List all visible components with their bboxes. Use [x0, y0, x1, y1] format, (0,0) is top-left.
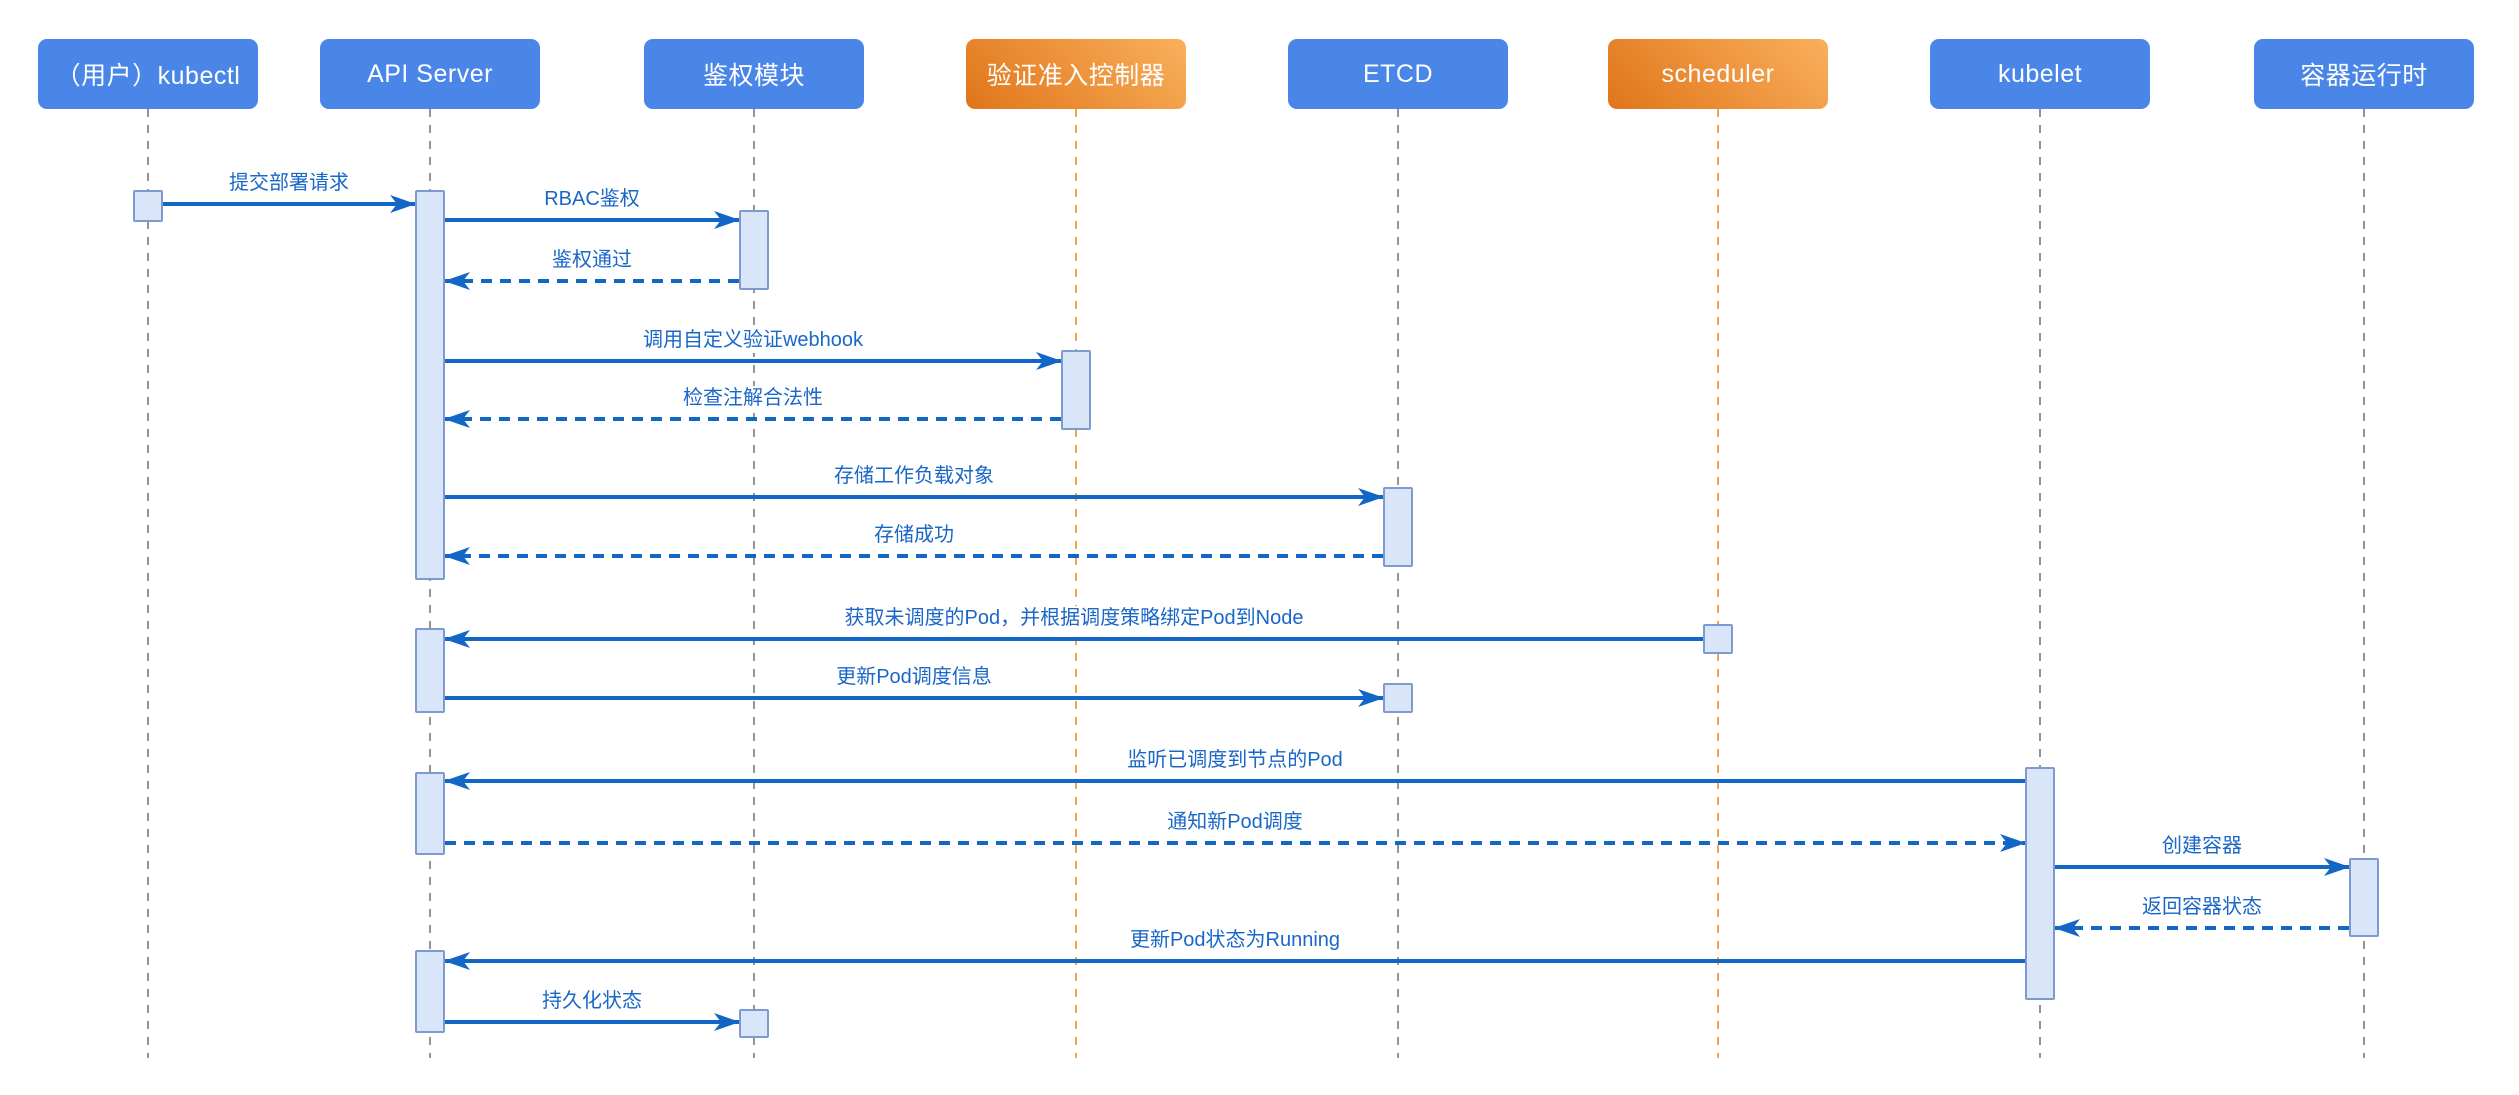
actor-label-admission: 验证准入控制器: [986, 62, 1166, 90]
actor-box-kubelet: kubelet: [1930, 39, 2150, 109]
activation-etcd-8: [1383, 683, 1413, 713]
activation-api-2: [415, 190, 445, 580]
message-label-14: 更新Pod状态为Running: [1122, 928, 1348, 953]
activation-scheduler-7: [1703, 624, 1733, 654]
activation-etcd-5: [1383, 487, 1413, 567]
actor-label-scheduler: scheduler: [1661, 59, 1775, 88]
activation-admission-4: [1061, 350, 1091, 430]
message-label-3: 鉴权通过: [545, 248, 639, 273]
actor-box-scheduler: scheduler: [1608, 39, 1828, 109]
actor-box-runtime: 容器运行时: [2254, 39, 2474, 109]
actor-box-api: API Server: [320, 39, 540, 109]
message-label-8: 获取未调度的Pod，并根据调度策略绑定Pod到Node: [837, 606, 1311, 631]
actor-label-kubelet: kubelet: [1997, 59, 2083, 88]
activation-api-9: [415, 772, 445, 855]
message-label-5: 检查注解合法性: [676, 386, 830, 411]
actor-box-etcd: ETCD: [1288, 39, 1508, 109]
actor-label-runtime: 容器运行时: [2300, 62, 2428, 90]
actor-box-admission: 验证准入控制器: [966, 39, 1186, 109]
actor-box-kubectl: （用户）kubectl: [38, 39, 258, 109]
message-label-2: RBAC鉴权: [537, 187, 647, 212]
activation-runtime-11: [2349, 858, 2379, 937]
message-label-4: 调用自定义验证webhook: [635, 328, 871, 353]
actor-label-kubectl: （用户）kubectl: [55, 62, 241, 90]
activation-api-6: [415, 628, 445, 713]
message-label-7: 存储成功: [867, 523, 961, 548]
activation-kubelet-10: [2025, 767, 2055, 1000]
message-label-1: 提交部署请求: [222, 171, 356, 196]
message-label-11: 通知新Pod调度: [1160, 810, 1310, 835]
message-label-12: 创建容器: [2155, 834, 2249, 859]
message-label-9: 更新Pod调度信息: [829, 665, 999, 690]
message-label-6: 存储工作负载对象: [827, 464, 1001, 489]
actor-box-authz: 鉴权模块: [644, 39, 864, 109]
message-label-13: 返回容器状态: [2135, 895, 2269, 920]
activation-authz-3: [739, 210, 769, 290]
message-label-10: 监听已调度到节点的Pod: [1120, 748, 1350, 773]
activation-api-12: [415, 950, 445, 1033]
activation-kubectl-1: [133, 190, 163, 222]
message-label-15: 持久化状态: [535, 989, 649, 1014]
actor-label-api: API Server: [367, 59, 493, 88]
actor-label-authz: 鉴权模块: [702, 62, 805, 90]
actor-label-etcd: ETCD: [1362, 59, 1434, 88]
activation-authz-13: [739, 1009, 769, 1038]
